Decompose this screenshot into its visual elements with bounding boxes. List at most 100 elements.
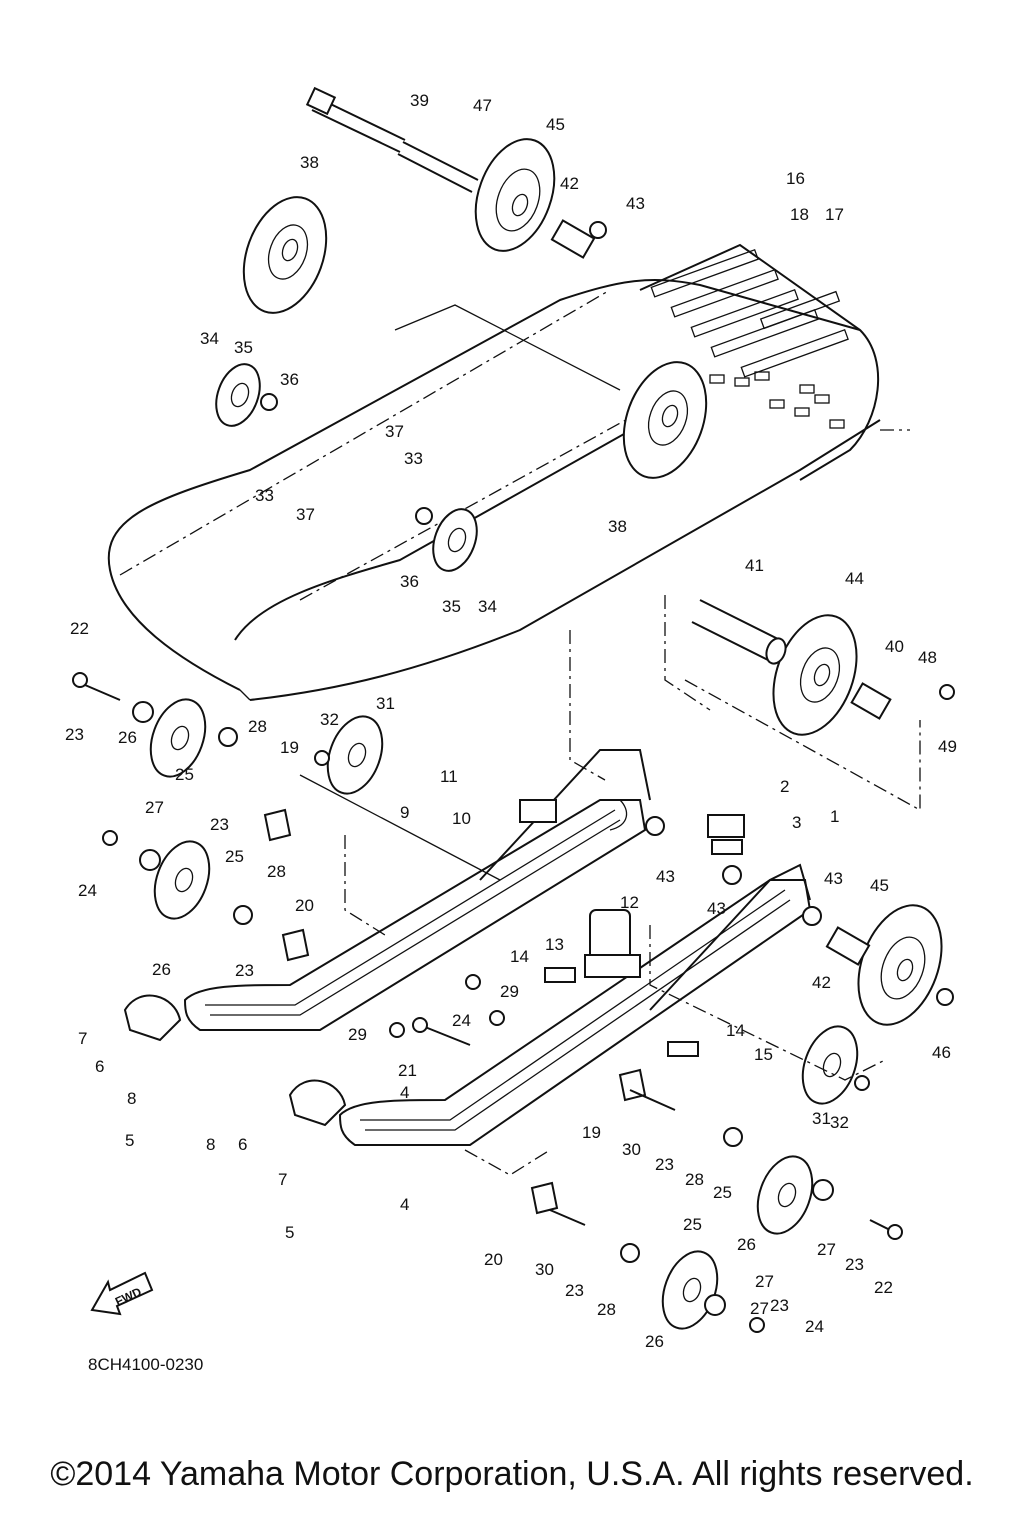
callout-23: 23 [565,1281,584,1300]
callout-35: 35 [442,597,461,616]
callout-26: 26 [645,1332,664,1351]
callout-21: 21 [398,1061,417,1080]
callout-43: 43 [656,867,675,886]
callout-27: 27 [817,1240,836,1259]
callout-27: 27 [145,798,164,817]
drawing-code: 8CH4100-0230 [88,1355,204,1374]
callout-33: 33 [255,486,274,505]
callout-3: 3 [792,813,801,832]
wheel-38-top [242,196,328,314]
callout-35: 35 [234,338,253,357]
hardware [72,221,955,1333]
small-wheels [149,363,859,1330]
callout-49: 49 [938,737,957,756]
callout-20: 20 [295,896,314,915]
callout-7: 7 [278,1170,287,1189]
callout-29: 29 [348,1025,367,1044]
callout-43: 43 [626,194,645,213]
callout-39: 39 [410,91,429,110]
wheel-44 [772,614,858,736]
callout-23: 23 [845,1255,864,1274]
callout-36: 36 [280,370,299,389]
callout-31: 31 [812,1109,831,1128]
fwd-arrow: FWD [90,1271,154,1316]
callout-38: 38 [608,517,627,536]
callout-46: 46 [932,1043,951,1062]
callout-48: 48 [918,648,937,667]
callout-25: 25 [175,765,194,784]
track-lugs [650,248,849,429]
callout-5: 5 [285,1223,294,1242]
callout-25: 25 [713,1183,732,1202]
callout-14: 14 [726,1021,745,1040]
callout-45: 45 [546,115,565,134]
callout-4: 4 [400,1195,409,1214]
callout-42: 42 [812,973,831,992]
callout-33: 33 [404,449,423,468]
callout-47: 47 [473,96,492,115]
callout-36: 36 [400,572,419,591]
callout-42: 42 [560,174,579,193]
callout-41: 41 [745,556,764,575]
callout-7: 7 [78,1029,87,1048]
callout-22: 22 [70,619,89,638]
callout-28: 28 [248,717,267,736]
callout-9: 9 [400,803,409,822]
callout-24: 24 [452,1011,471,1030]
callout-22: 22 [874,1278,893,1297]
callout-30: 30 [535,1260,554,1279]
callout-44: 44 [845,569,864,588]
wheel-38-mid [622,361,708,479]
callout-43: 43 [707,899,726,918]
reference-lines [299,304,921,1176]
callout-28: 28 [685,1170,704,1189]
callout-26: 26 [118,728,137,747]
callout-29: 29 [500,982,519,1001]
callout-37: 37 [296,505,315,524]
callout-28: 28 [267,862,286,881]
copyright-notice: ©2014 Yamaha Motor Corporation, U.S.A. A… [50,1455,974,1493]
callout-5: 5 [125,1131,134,1150]
callout-8: 8 [127,1089,136,1108]
callout-8: 8 [206,1135,215,1154]
callout-2: 2 [780,777,789,796]
callout-37: 37 [385,422,404,441]
callout-40: 40 [885,637,904,656]
track-belt [107,243,881,701]
wheel-45-right [857,904,943,1026]
callout-32: 32 [830,1113,849,1132]
callout-13: 13 [545,935,564,954]
wheel-45-top [474,138,556,252]
callout-12: 12 [620,893,639,912]
shafts [305,86,892,966]
callout-32: 32 [320,710,339,729]
callout-25: 25 [225,847,244,866]
callout-30: 30 [622,1140,641,1159]
callout-26: 26 [152,960,171,979]
callout-15: 15 [754,1045,773,1064]
callout-23: 23 [65,725,84,744]
callout-16: 16 [786,169,805,188]
callout-27: 27 [750,1299,769,1318]
callout-23: 23 [210,815,229,834]
callout-4: 4 [400,1083,409,1102]
callout-23: 23 [655,1155,674,1174]
callout-1: 1 [830,807,839,826]
callout-28: 28 [597,1300,616,1319]
callout-27: 27 [755,1272,774,1291]
callout-45: 45 [870,876,889,895]
callout-6: 6 [95,1057,104,1076]
callout-43: 43 [824,869,843,888]
slide-rails [183,749,812,1146]
callout-18: 18 [790,205,809,224]
callout-23: 23 [235,961,254,980]
callout-14: 14 [510,947,529,966]
callout-34: 34 [200,329,219,348]
callout-26: 26 [737,1235,756,1254]
callout-38: 38 [300,153,319,172]
callout-25: 25 [683,1215,702,1234]
callout-10: 10 [452,809,471,828]
callout-6: 6 [238,1135,247,1154]
